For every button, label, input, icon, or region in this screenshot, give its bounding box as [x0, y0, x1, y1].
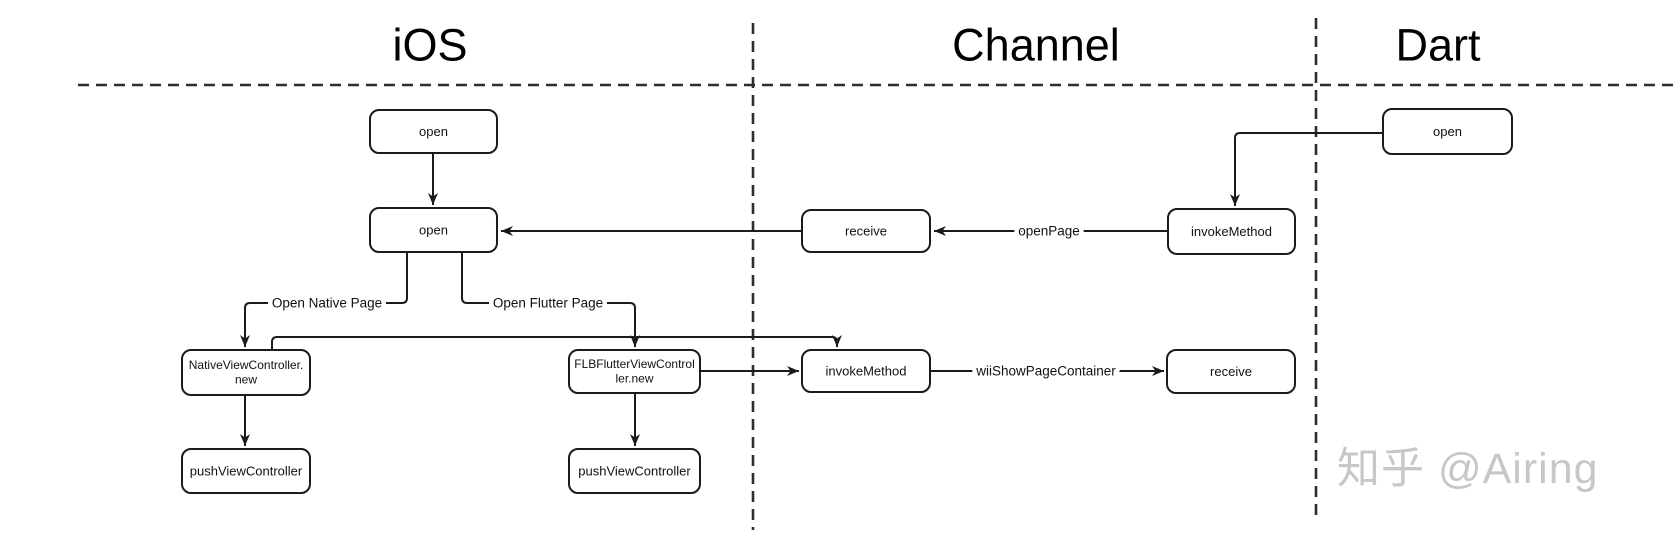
node-box-invokemethod-bottom	[801, 349, 931, 393]
node-box-nativeviewcontroller-new	[181, 349, 311, 396]
node-label-receive-top: receive	[845, 224, 887, 239]
node-box-receive-bottom	[1166, 349, 1296, 394]
node-label-pushviewcontroller-left: pushViewController	[190, 464, 303, 479]
edge-native-to-invokemethod	[271, 335, 842, 350]
edge-label-open2-to-flb: Open Flutter Page	[493, 296, 603, 311]
edge-label-open2-to-native: Open Native Page	[272, 296, 382, 311]
node-nativeviewcontroller-new: NativeViewController.new	[181, 349, 311, 396]
lane-title-dart: Dart	[1395, 20, 1481, 71]
node-receive-bottom: receive	[1166, 349, 1296, 394]
edge-opendart-to-invokemethod	[1230, 132, 1383, 206]
node-box-open-ios-2	[369, 207, 498, 253]
node-open-dart: open	[1382, 108, 1513, 155]
edge-open2-to-native	[240, 252, 408, 347]
edge-label-invokemethod-to-receive: openPage	[1018, 224, 1080, 239]
node-label-invokemethod-top: invokeMethod	[1191, 224, 1272, 239]
node-box-invokemethod-top	[1167, 208, 1296, 255]
node-label-nativeviewcontroller-new: NativeViewController.new	[189, 358, 304, 387]
node-label-open-ios-2: open	[419, 223, 448, 238]
node-label-open-dart: open	[1433, 124, 1462, 139]
node-box-open-ios-1	[369, 109, 498, 154]
node-box-flbflutterviewcontroller-new	[568, 349, 701, 394]
edge-label-invokemethod-to-receive-bottom: wiiShowPageContainer	[975, 364, 1116, 379]
node-pushviewcontroller-left: pushViewController	[181, 448, 311, 494]
node-open-ios-1: open	[369, 109, 498, 154]
node-invokemethod-top: invokeMethod	[1167, 208, 1296, 255]
node-pushviewcontroller-right: pushViewController	[568, 448, 701, 494]
node-label-receive-bottom: receive	[1210, 364, 1252, 379]
node-receive-top: receive	[801, 209, 931, 253]
node-invokemethod-bottom: invokeMethod	[801, 349, 931, 393]
watermark: 知乎 @Airing	[1337, 445, 1599, 493]
lane-title-ios: iOS	[392, 20, 467, 71]
node-label-invokemethod-bottom: invokeMethod	[826, 364, 907, 379]
node-label-open-ios-1: open	[419, 124, 448, 139]
lane-title-channel: Channel	[952, 20, 1120, 71]
node-box-pushviewcontroller-left	[181, 448, 311, 494]
node-label-pushviewcontroller-right: pushViewController	[578, 464, 691, 479]
node-box-pushviewcontroller-right	[568, 448, 701, 494]
node-open-ios-2: open	[369, 207, 498, 253]
node-box-receive-top	[801, 209, 931, 253]
edge-open2-to-flb	[461, 252, 640, 347]
node-box-open-dart	[1382, 108, 1513, 155]
